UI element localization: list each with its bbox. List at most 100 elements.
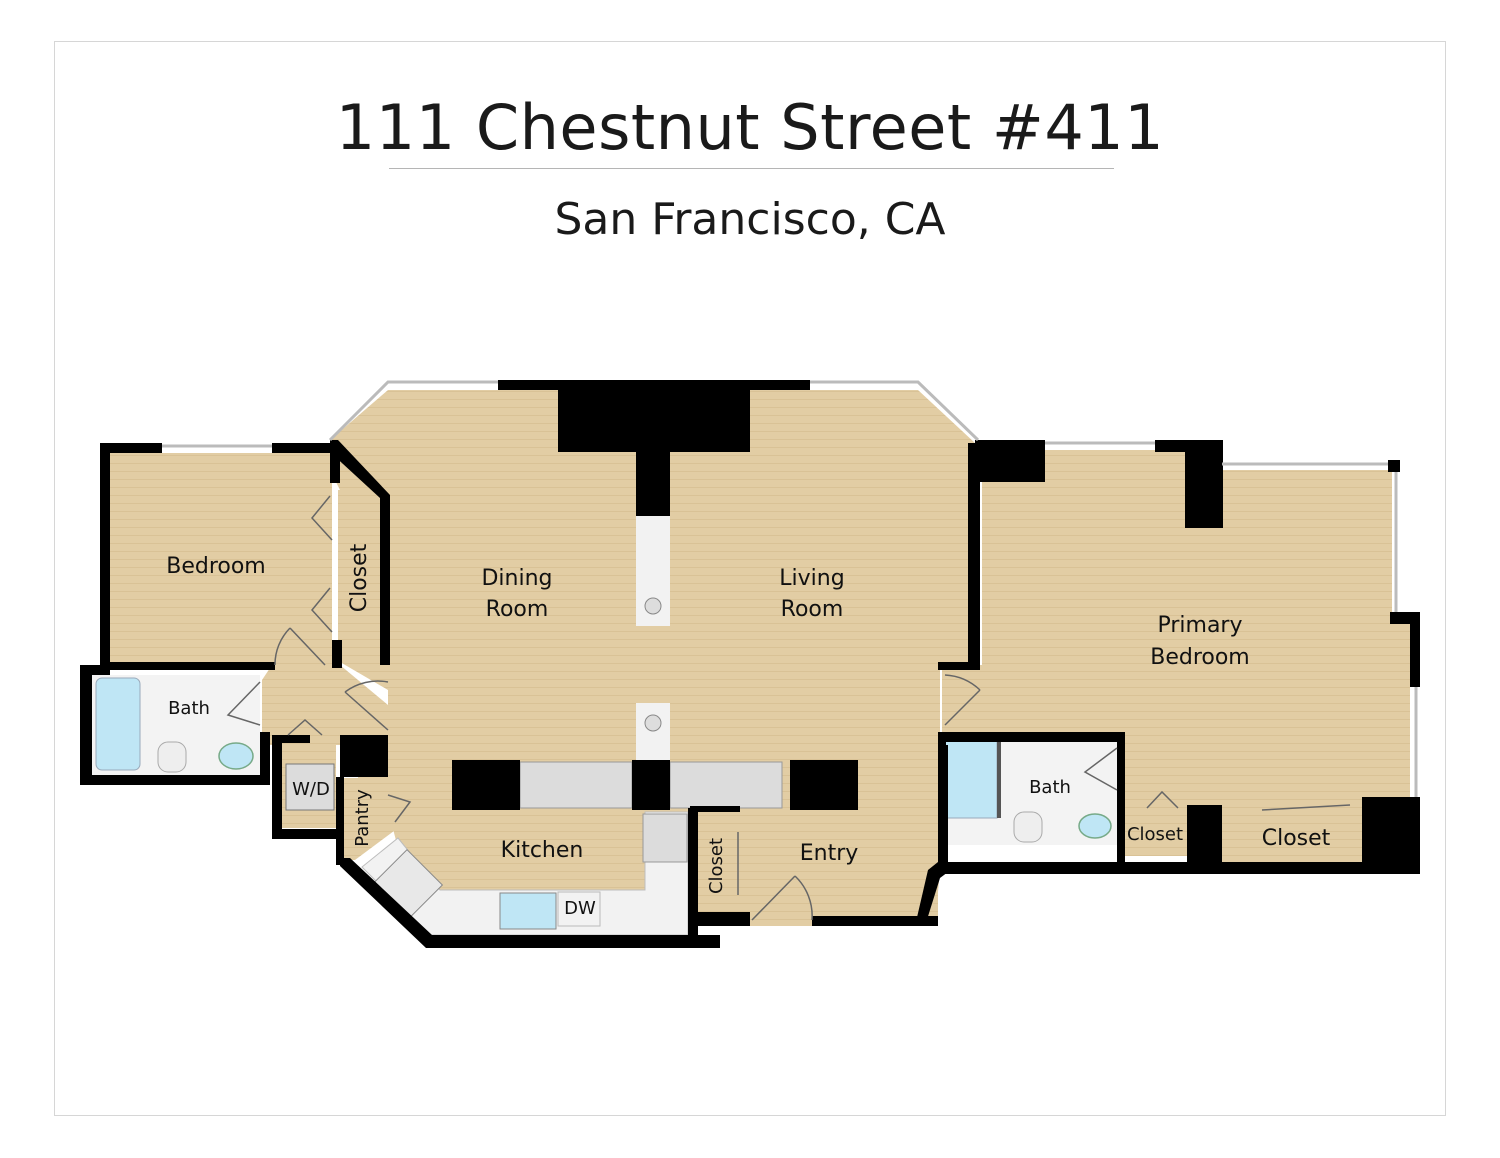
- bedroom-closet-floor: [338, 490, 380, 660]
- toilet-right: [1013, 811, 1043, 843]
- label-bedroom-closet: Closet: [347, 543, 372, 612]
- label-wd: W/D: [292, 779, 330, 800]
- primary-closet-small-floor: [1125, 808, 1187, 856]
- wall-primary-bottom: [940, 862, 1420, 874]
- label-dw: DW: [564, 898, 596, 919]
- page-subtitle: San Francisco, CA: [554, 194, 946, 245]
- walls: [80, 380, 1420, 948]
- shower: [944, 739, 998, 819]
- fridge: [642, 813, 688, 863]
- wall-bedroom-bottom: [100, 662, 275, 670]
- wall-kitchen-right: [688, 808, 698, 948]
- door-bath-right: [1083, 747, 1118, 791]
- page-title: 111 Chestnut Street #411: [335, 91, 1165, 164]
- label-entry: Entry: [800, 841, 859, 866]
- label-kitchen: Kitchen: [501, 838, 584, 863]
- door-bedroom-closet-a: [311, 495, 333, 541]
- wall-bath-right-left: [938, 732, 946, 872]
- page-frame: [54, 41, 1446, 1116]
- wall-primary-top-left: [975, 440, 1045, 482]
- label-dining-2: Room: [486, 597, 549, 622]
- wall-bath-left-top: [80, 665, 110, 675]
- column-lower: [636, 703, 670, 761]
- washer-dryer: [285, 763, 335, 811]
- wall-bath-right-right: [1117, 732, 1125, 862]
- fireplace-block: [558, 390, 750, 452]
- doors: [226, 495, 1351, 921]
- wall-bedroom-left: [100, 443, 110, 675]
- pantry-floor: [344, 778, 402, 860]
- wall-bath-left-right: [260, 732, 270, 782]
- wall-island-right: [790, 760, 858, 810]
- wall-entry-left-bottom: [698, 912, 750, 926]
- dishwasher: [557, 891, 601, 927]
- door-closet-small: [1146, 790, 1179, 809]
- fixtures: [95, 516, 1112, 930]
- label-bedroom: Bedroom: [166, 554, 266, 579]
- label-primary-2: Bedroom: [1150, 645, 1250, 670]
- room-labels: Bedroom Closet Dining Room Living Room P…: [166, 543, 1330, 919]
- wall-top-center: [498, 380, 810, 390]
- wall-closet-inner: [332, 640, 342, 668]
- bathtub: [95, 677, 141, 771]
- door-bedroom: [274, 627, 326, 666]
- wall-wd-top: [282, 735, 310, 743]
- label-living-2: Room: [781, 597, 844, 622]
- label-living-1: Living: [779, 566, 844, 591]
- label-primary-1: Primary: [1157, 613, 1242, 638]
- wall-wd-bottom: [272, 829, 344, 839]
- bedroom-floor: [110, 453, 332, 665]
- kitchen-sink: [499, 892, 557, 930]
- wall-island-left: [452, 760, 520, 810]
- wall-bedroom-right: [330, 443, 340, 483]
- window-dining: [328, 380, 498, 442]
- wall-bath-left-bottom: [80, 775, 270, 785]
- primary-bedroom-floor: [942, 450, 1410, 810]
- wall-closet-diag: [330, 440, 390, 665]
- wall-wd-left: [272, 735, 282, 839]
- door-bedroom-closet-b: [311, 587, 333, 633]
- wall-pantry-left: [336, 777, 344, 865]
- entry-closet-floor: [698, 812, 738, 912]
- kitchen-island-right: [669, 761, 783, 809]
- door-bath-left: [226, 681, 261, 726]
- wall-pantry-block: [340, 735, 388, 777]
- toilet-left: [157, 741, 187, 773]
- wall-closet-sep: [1187, 805, 1222, 865]
- windows: [162, 380, 1418, 797]
- wall-primary-pillar: [1185, 440, 1223, 528]
- wall-bedroom-top-a: [100, 443, 162, 453]
- wall-primary-bottom-block: [1362, 797, 1420, 872]
- sink-left: [218, 742, 254, 770]
- wall-island-mid: [632, 760, 670, 810]
- window-living: [810, 380, 980, 442]
- door-wd: [287, 718, 323, 736]
- door-entry: [751, 875, 813, 921]
- column-wall: [636, 452, 670, 516]
- column-marker-lower: [644, 714, 662, 732]
- wall-bath-right-top: [940, 732, 1125, 742]
- kitchen-island-left: [519, 761, 633, 809]
- entry-floor: [738, 808, 938, 926]
- wall-bedroom-top-b: [272, 443, 338, 453]
- wall-main-right-stub: [938, 662, 980, 670]
- door-closet-large: [1261, 804, 1351, 811]
- wall-kitchen-bottom: [340, 858, 720, 948]
- wall-kitchen-top: [690, 806, 740, 812]
- wall-entry-bottom-right: [812, 916, 938, 926]
- label-closet-large: Closet: [1262, 826, 1331, 851]
- label-bath-left: Bath: [168, 698, 210, 719]
- title-divider: [389, 168, 1114, 169]
- label-bath-right: Bath: [1029, 777, 1071, 798]
- wall-main-right: [968, 443, 980, 665]
- label-closet-small: Closet: [1127, 824, 1183, 845]
- column-marker-upper: [644, 597, 662, 615]
- door-pantry: [387, 794, 412, 823]
- primary-closet-large-floor: [1222, 808, 1362, 862]
- door-primary: [944, 674, 981, 726]
- label-dining-1: Dining: [481, 566, 552, 591]
- wall-primary-right-b: [1410, 612, 1420, 687]
- label-pantry: Pantry: [352, 789, 373, 847]
- wall-bath-left-outer: [80, 665, 92, 785]
